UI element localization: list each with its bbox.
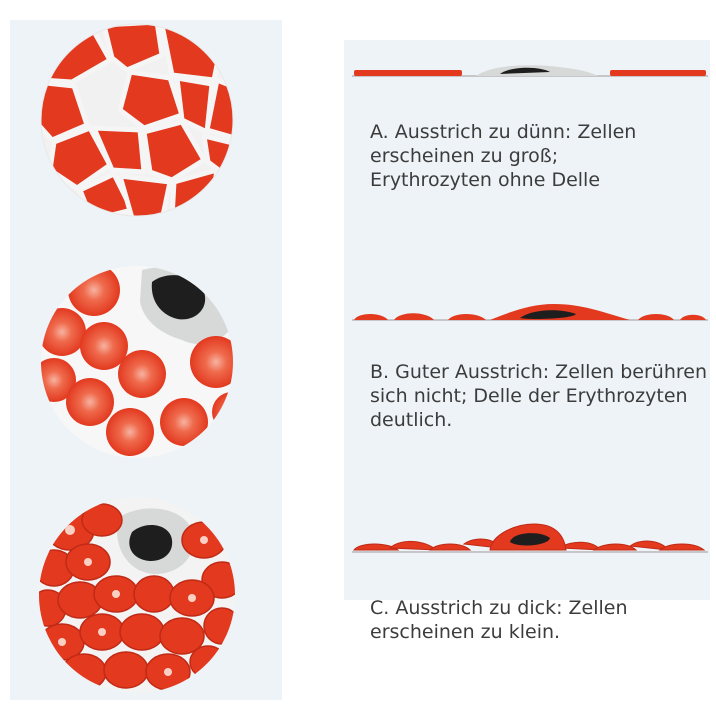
caption-a-line-3: Erythrozyten ohne Delle	[370, 168, 636, 192]
caption-c-line-2: erscheinen zu klein.	[370, 620, 628, 644]
caption-a-line-1: A. Ausstrich zu dünn: Zellen	[370, 120, 636, 144]
caption-a: A. Ausstrich zu dünn: Zellen erscheinen …	[370, 120, 636, 192]
side-view-thick	[350, 520, 710, 560]
caption-b: B. Guter Ausstrich: Zellen berühren sich…	[370, 360, 707, 432]
caption-a-line-2: erscheinen zu groß;	[370, 144, 636, 168]
nucleus	[129, 525, 172, 561]
micrograph-thick-smear	[32, 490, 242, 700]
caption-b-line-3: deutlich.	[370, 408, 707, 432]
side-view-good	[350, 300, 710, 324]
caption-b-line-1: B. Guter Ausstrich: Zellen berühren	[370, 360, 707, 384]
erythrocytes-large	[34, 22, 242, 220]
caption-c-line-1: C. Ausstrich zu dick: Zellen	[370, 596, 628, 620]
micrograph-thin-smear	[32, 20, 242, 220]
caption-c: C. Ausstrich zu dick: Zellen erscheinen …	[370, 596, 628, 644]
side-view-thin	[350, 58, 710, 82]
caption-b-line-2: sich nicht; Delle der Erythrozyten	[370, 384, 707, 408]
micrograph-good-smear	[32, 262, 242, 462]
